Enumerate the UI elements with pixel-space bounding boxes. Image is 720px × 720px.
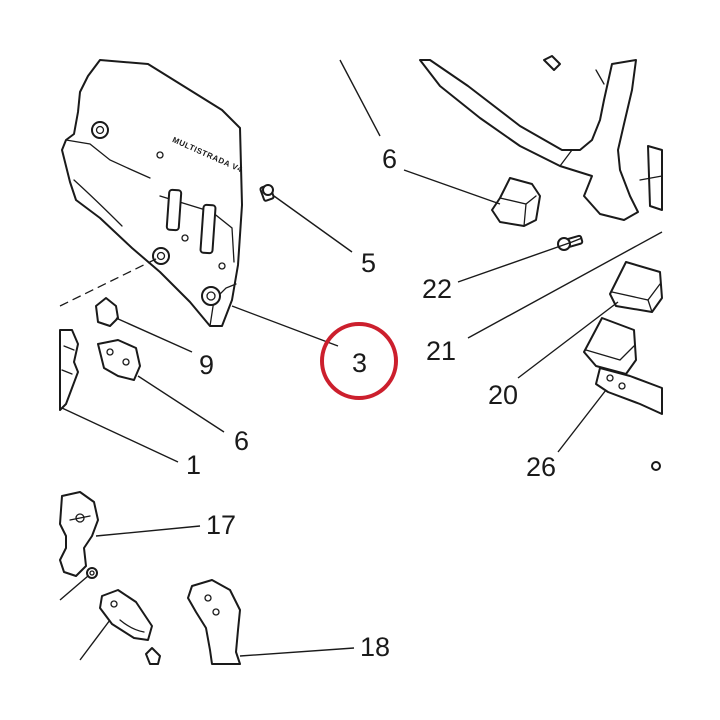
plate-lower-left bbox=[99, 589, 153, 641]
leader-9 bbox=[115, 317, 193, 353]
bracket-part-17 bbox=[59, 491, 99, 577]
leader-17 bbox=[95, 525, 201, 537]
side-shield-panel: MULTISTRADA V4 bbox=[61, 59, 244, 327]
leader-6-bottom bbox=[137, 375, 225, 433]
mount-hole-bottom-right bbox=[201, 286, 221, 306]
screw-part-5 bbox=[259, 184, 275, 202]
callout-17[interactable]: 17 bbox=[206, 510, 236, 540]
callout-20[interactable]: 20 bbox=[488, 380, 518, 410]
leader-3 bbox=[231, 305, 339, 347]
rubber-block-part-6-top bbox=[491, 177, 541, 227]
leader-20 bbox=[517, 301, 619, 379]
assembly-axis bbox=[59, 257, 159, 307]
leader-22 bbox=[457, 237, 583, 283]
leader-5 bbox=[273, 195, 353, 253]
highlight-circle bbox=[320, 322, 398, 400]
fragment-lower bbox=[145, 647, 161, 665]
leader-washer bbox=[59, 575, 89, 601]
callout-6-bottom[interactable]: 6 bbox=[234, 426, 249, 456]
callout-9[interactable]: 9 bbox=[199, 350, 214, 380]
callout-18[interactable]: 18 bbox=[360, 632, 390, 662]
leader-1 bbox=[61, 407, 179, 463]
leader-6-top bbox=[339, 59, 381, 137]
callout-5[interactable]: 5 bbox=[361, 248, 376, 278]
frame-tube-structure bbox=[419, 55, 663, 221]
washer bbox=[86, 567, 98, 579]
footpeg-part-26 bbox=[583, 317, 663, 471]
leader-6-top-block bbox=[403, 169, 501, 205]
leader-plate bbox=[79, 619, 111, 661]
bracket-part-6-bottom bbox=[97, 339, 141, 381]
callout-labels: 3 5 6 6 9 1 22 21 20 26 17 18 bbox=[186, 144, 556, 662]
callout-21[interactable]: 21 bbox=[426, 336, 456, 366]
callout-22[interactable]: 22 bbox=[422, 274, 452, 304]
mount-hole-left bbox=[152, 247, 170, 265]
callout-6-top[interactable]: 6 bbox=[382, 144, 397, 174]
callout-26[interactable]: 26 bbox=[526, 452, 556, 482]
hanger-bracket-part-18 bbox=[187, 579, 241, 665]
callout-3[interactable]: 3 bbox=[352, 348, 367, 378]
leader-18 bbox=[239, 647, 355, 657]
leader-26 bbox=[557, 389, 607, 453]
mount-hole-top-left bbox=[91, 121, 109, 139]
frame-part-1 bbox=[59, 329, 79, 411]
leader-lines bbox=[59, 59, 663, 661]
leader-21 bbox=[467, 231, 663, 339]
callout-1[interactable]: 1 bbox=[186, 450, 201, 480]
grommet-part-9 bbox=[95, 297, 119, 327]
footpeg-rubber-part-20 bbox=[609, 261, 663, 313]
